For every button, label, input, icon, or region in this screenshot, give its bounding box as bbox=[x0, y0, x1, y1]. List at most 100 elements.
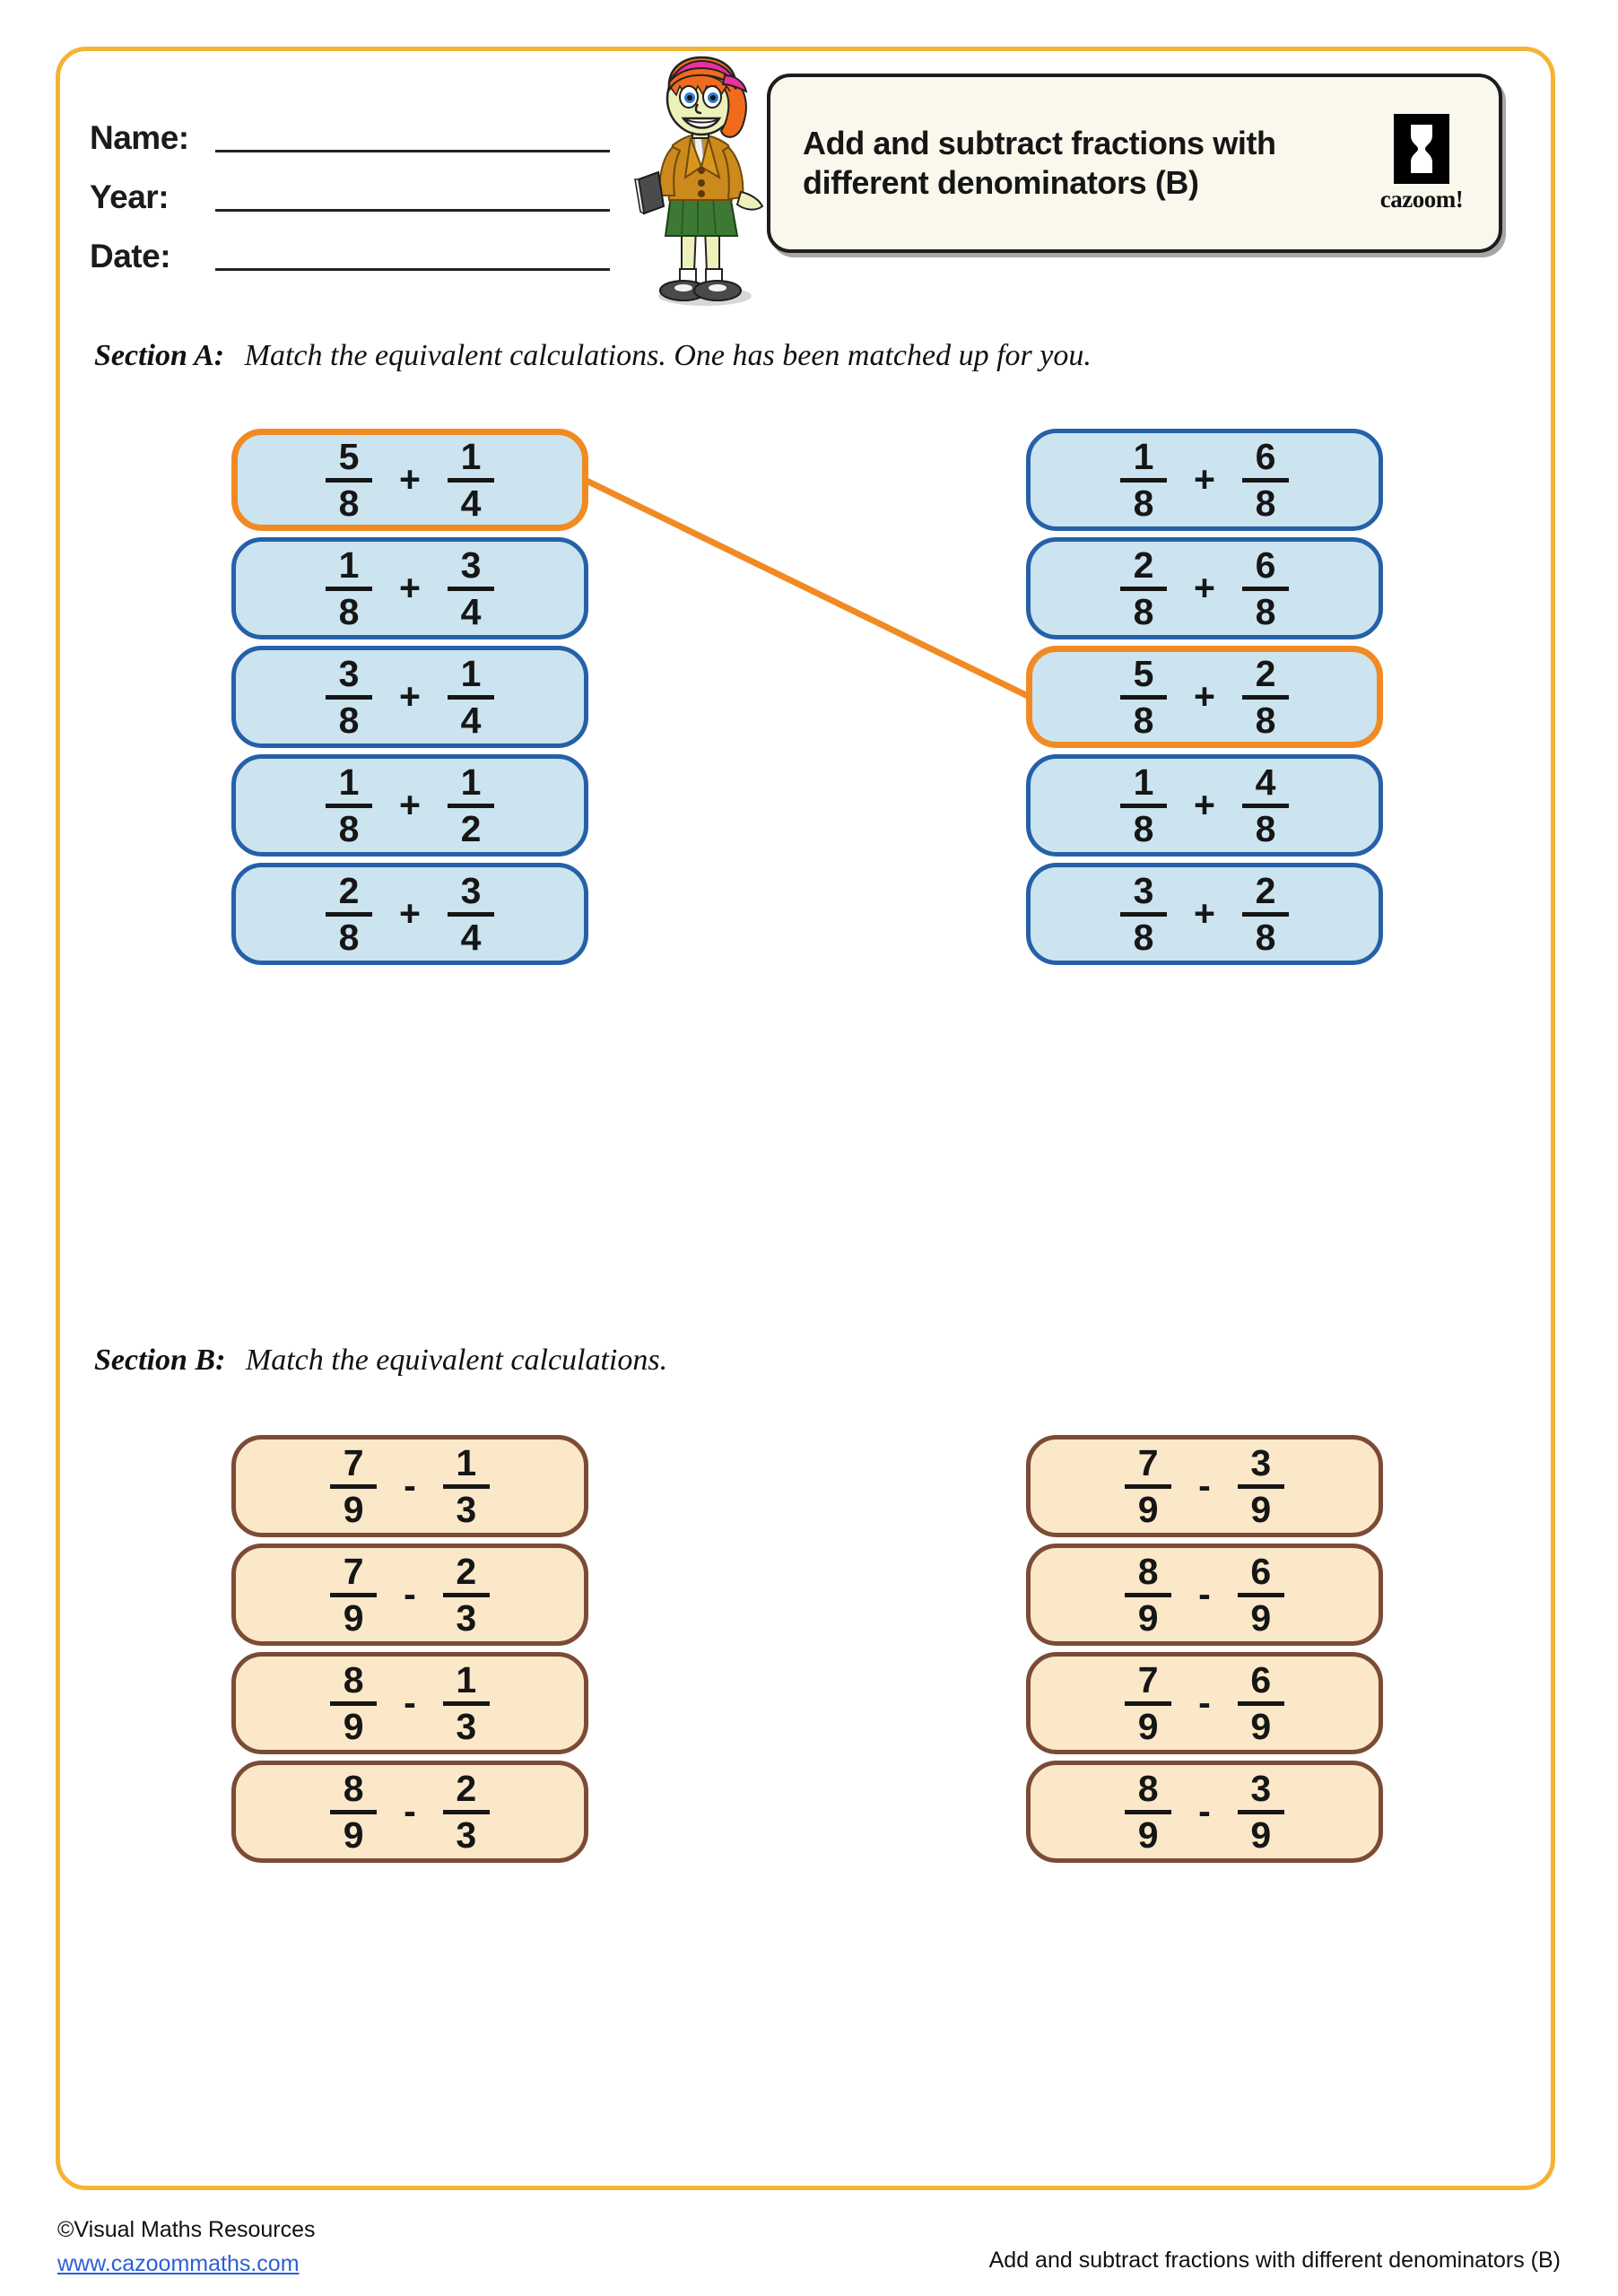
denominator: 8 bbox=[1255, 916, 1276, 958]
minus-operator: - bbox=[404, 1464, 416, 1506]
footer-worksheet-title: Add and subtract fractions with differen… bbox=[988, 2248, 1561, 2273]
year-field-label: Year: bbox=[90, 178, 170, 215]
numerator: 1 bbox=[1133, 435, 1154, 477]
numerator: 2 bbox=[456, 1550, 477, 1592]
numerator: 7 bbox=[343, 1441, 364, 1483]
numerator: 3 bbox=[460, 869, 482, 911]
denominator: 9 bbox=[1137, 1596, 1159, 1639]
fraction-bar bbox=[326, 477, 373, 483]
denominator: 4 bbox=[460, 916, 482, 958]
numerator: 2 bbox=[456, 1767, 477, 1809]
numerator: 3 bbox=[460, 544, 482, 586]
fraction-bar bbox=[1241, 803, 1289, 808]
denominator: 8 bbox=[338, 916, 360, 958]
fraction-bar bbox=[447, 694, 494, 700]
cazoom-wordmark: cazoom! bbox=[1379, 185, 1464, 213]
website-link[interactable]: www.cazoommaths.com bbox=[57, 2250, 300, 2276]
numerator: 6 bbox=[1250, 1658, 1272, 1700]
denominator: 9 bbox=[343, 1813, 364, 1856]
numerator: 8 bbox=[343, 1658, 364, 1700]
denominator: 3 bbox=[456, 1705, 477, 1747]
numerator: 8 bbox=[343, 1767, 364, 1809]
fraction-bar bbox=[326, 586, 373, 591]
fraction-bar bbox=[326, 803, 373, 808]
denominator: 8 bbox=[338, 807, 360, 849]
numerator: 1 bbox=[1133, 761, 1154, 803]
fraction-bar bbox=[1120, 694, 1168, 700]
fraction-bar bbox=[1237, 1483, 1284, 1489]
denominator: 8 bbox=[1255, 807, 1276, 849]
numerator: 3 bbox=[1133, 869, 1154, 911]
fraction-bar bbox=[442, 1700, 490, 1706]
fraction-bar bbox=[447, 586, 494, 591]
plus-operator: + bbox=[399, 457, 421, 500]
denominator: 4 bbox=[460, 590, 482, 632]
name-field-line[interactable] bbox=[215, 150, 610, 152]
denominator: 3 bbox=[456, 1488, 477, 1530]
section-a-heading: Section A: Match the equivalent calculat… bbox=[94, 339, 1092, 373]
fraction-bar bbox=[1241, 477, 1289, 483]
plus-operator: + bbox=[1194, 783, 1215, 825]
schoolgirl-mascot-icon bbox=[634, 56, 764, 306]
minus-operator: - bbox=[404, 1789, 416, 1831]
numerator: 8 bbox=[1137, 1550, 1159, 1592]
cazoom-logo: cazoom! bbox=[1368, 113, 1475, 213]
numerator: 1 bbox=[456, 1658, 477, 1700]
numerator: 1 bbox=[456, 1441, 477, 1483]
numerator: 1 bbox=[460, 435, 482, 477]
section-a-instruction: Match the equivalent calculations. One h… bbox=[244, 339, 1092, 372]
minus-operator: - bbox=[1198, 1789, 1211, 1831]
denominator: 3 bbox=[456, 1596, 477, 1639]
denominator: 3 bbox=[456, 1813, 477, 1856]
year-field-line[interactable] bbox=[215, 209, 610, 212]
numerator: 7 bbox=[343, 1550, 364, 1592]
hourglass-glyph bbox=[1411, 124, 1432, 173]
denominator: 8 bbox=[1133, 807, 1154, 849]
numerator: 3 bbox=[338, 652, 360, 694]
plus-operator: + bbox=[399, 783, 421, 825]
date-field-line[interactable] bbox=[215, 268, 610, 271]
denominator: 2 bbox=[460, 807, 482, 849]
numerator: 7 bbox=[1137, 1658, 1159, 1700]
